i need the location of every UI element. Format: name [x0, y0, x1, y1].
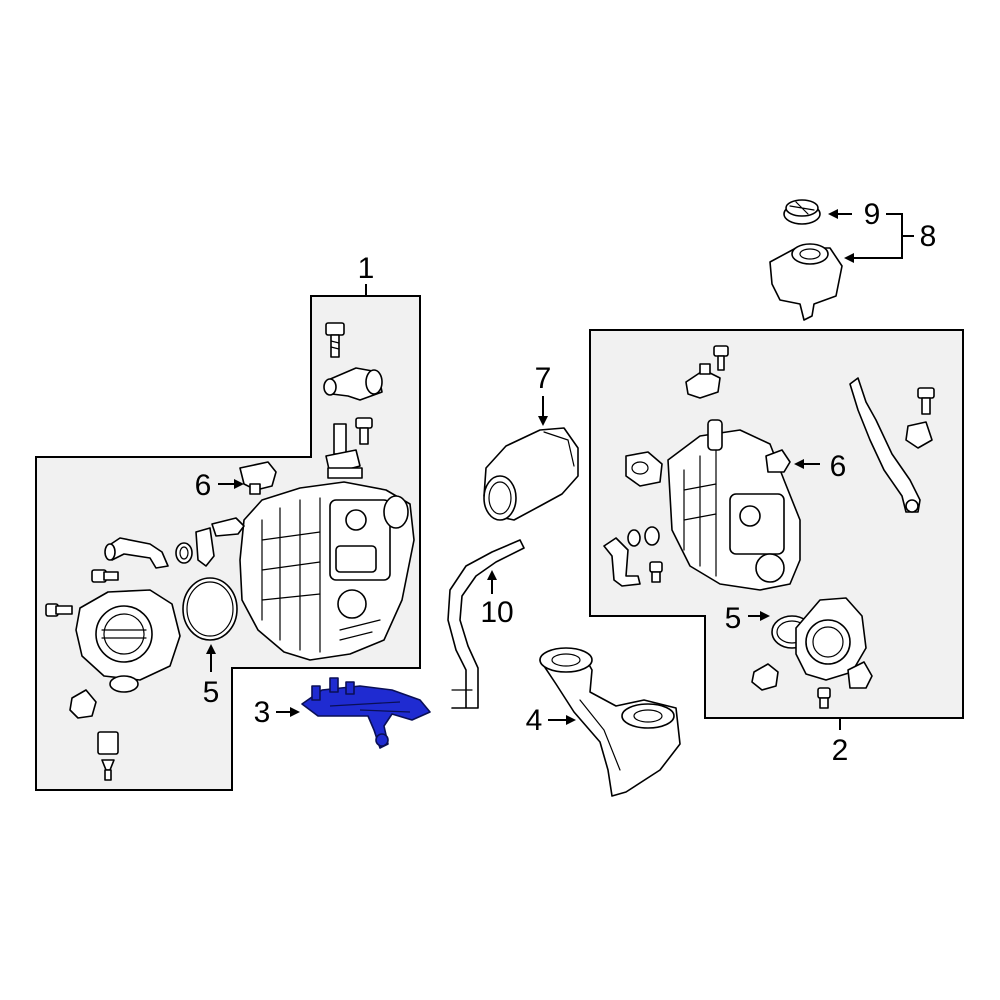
- bolt-right-low[interactable]: [649, 561, 663, 583]
- svg-text:8: 8: [920, 220, 937, 253]
- o-ring-small-left[interactable]: [175, 542, 193, 564]
- svg-text:3: 3: [254, 696, 271, 729]
- nut-right[interactable]: [751, 663, 779, 691]
- sensor-right-top[interactable]: [685, 363, 721, 399]
- svg-text:5: 5: [725, 602, 742, 635]
- svg-text:6: 6: [195, 469, 212, 502]
- svg-text:5: 5: [203, 676, 220, 709]
- callout-1: 1: [358, 252, 375, 296]
- hose-connector-left[interactable]: [211, 517, 245, 537]
- throttle-body-left[interactable]: [75, 589, 181, 693]
- pipe-right[interactable]: [603, 537, 641, 587]
- bracket-part-3[interactable]: [301, 677, 431, 749]
- bolt-right-far[interactable]: [917, 387, 935, 415]
- connector-left[interactable]: [69, 689, 97, 719]
- bolt-left-2[interactable]: [45, 603, 73, 617]
- callout-5-right: 5: [725, 602, 770, 635]
- bolt-right-bottom[interactable]: [817, 687, 831, 709]
- throttle-body-right[interactable]: [795, 597, 867, 681]
- coolant-outlet-elbow[interactable]: [323, 367, 383, 401]
- bolt-right-top[interactable]: [713, 345, 729, 371]
- svg-text:10: 10: [480, 596, 513, 629]
- callout-7: 7: [535, 362, 552, 426]
- callout-2: 2: [832, 718, 849, 767]
- coolant-reservoir[interactable]: [769, 243, 843, 321]
- svg-text:6: 6: [830, 450, 847, 483]
- coolant-line-right[interactable]: [849, 377, 921, 513]
- callout-8: 8: [844, 213, 937, 263]
- connector-right[interactable]: [847, 661, 873, 689]
- svg-text:9: 9: [864, 198, 881, 231]
- coolant-pipe-left[interactable]: [104, 537, 169, 569]
- hose-part-10[interactable]: [447, 539, 525, 709]
- callout-4: 4: [526, 704, 576, 737]
- svg-text:7: 7: [535, 362, 552, 395]
- bolt-left-1[interactable]: [91, 569, 119, 583]
- gasket-clip-left[interactable]: [195, 527, 215, 567]
- bolt-upper-left[interactable]: [325, 322, 345, 358]
- sensor-plug-left[interactable]: [97, 731, 119, 781]
- actuator-valve[interactable]: [325, 423, 363, 479]
- gasket-5-left[interactable]: [182, 577, 238, 641]
- callout-6-right: 6: [794, 450, 846, 483]
- callout-5-left: 5: [203, 644, 220, 709]
- intake-elbow-part-7[interactable]: [483, 427, 579, 521]
- callout-3: 3: [254, 696, 300, 729]
- callout-10: 10: [480, 570, 514, 629]
- callout-6-left: 6: [195, 469, 244, 502]
- o-rings-right[interactable]: [627, 526, 660, 547]
- sensor-6-right[interactable]: [765, 449, 791, 473]
- bolt-mid-left[interactable]: [355, 417, 373, 445]
- svg-text:2: 2: [832, 734, 849, 767]
- callout-9: 9: [828, 198, 880, 231]
- svg-text:4: 4: [526, 704, 543, 737]
- intake-manifold-left[interactable]: [239, 481, 415, 661]
- svg-text:1: 1: [358, 252, 375, 285]
- clip-right[interactable]: [905, 421, 933, 449]
- reservoir-cap-part-9[interactable]: [783, 199, 821, 225]
- fitting-right[interactable]: [625, 451, 663, 487]
- reservoir-bracket-part-4[interactable]: [539, 647, 681, 797]
